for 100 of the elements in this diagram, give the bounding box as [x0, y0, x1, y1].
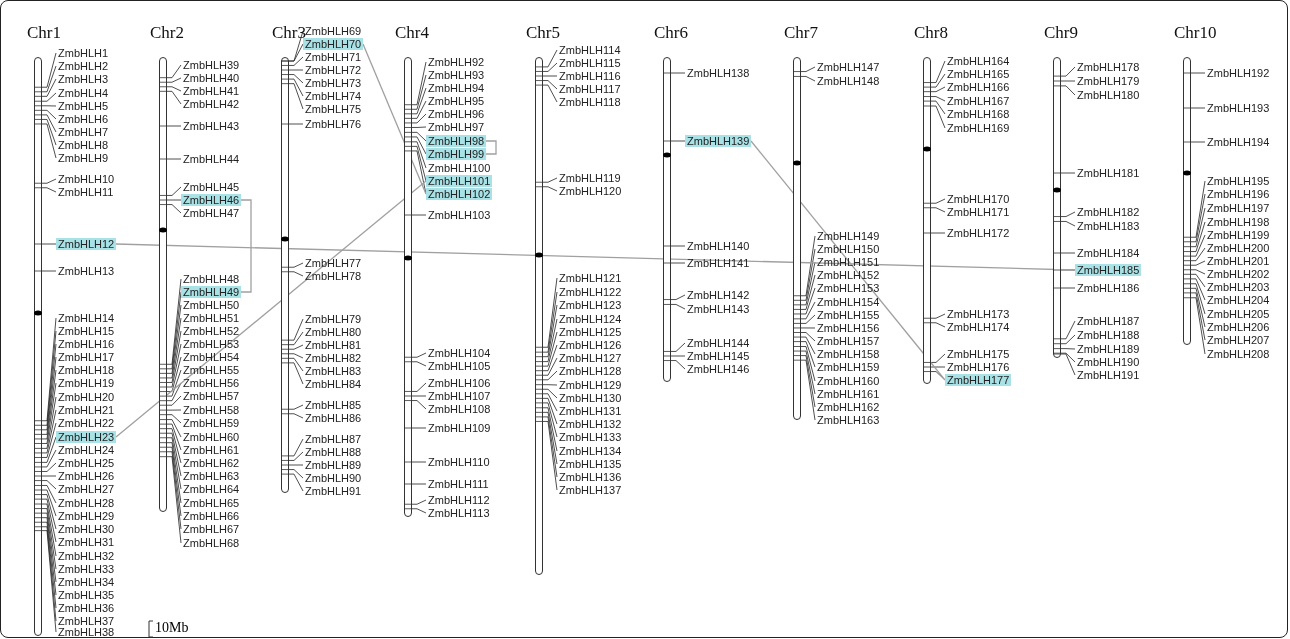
leader-line [166, 451, 182, 530]
gene-label: ZmbHLH151 [815, 256, 882, 268]
leader-line [800, 314, 816, 324]
gene-label: ZmbHLH43 [181, 120, 242, 132]
leader-line [542, 402, 558, 438]
gene-label: ZmbHLH60 [181, 431, 242, 443]
gene-label: ZmbHLH132 [557, 418, 624, 430]
leader-line [166, 382, 182, 402]
gene-label: ZmbHLH163 [815, 414, 882, 426]
gene-label: ZmbHLH86 [303, 412, 364, 424]
gene-label: ZmbHLH54 [181, 351, 242, 363]
leader-line [1190, 260, 1206, 266]
gene-label: ZmbHLH155 [815, 309, 882, 321]
gene-label: ZmbHLH193 [1205, 102, 1272, 114]
gene-label: ZmbHLH142 [685, 289, 752, 301]
leader-line [166, 204, 182, 214]
leader-line [800, 76, 816, 82]
gene-label: ZmbHLH51 [181, 312, 242, 324]
gene-label: ZmbHLH192 [1205, 67, 1272, 79]
gene-label: ZmbHLH122 [557, 286, 624, 298]
leader-line [288, 438, 304, 457]
leader-line [1190, 273, 1206, 288]
gene-label: ZmbHLH128 [557, 365, 624, 377]
gene-label: ZmbHLH9 [56, 152, 111, 164]
leader-line [411, 136, 427, 155]
leader-line [542, 397, 558, 425]
gene-label: ZmbHLH116 [557, 70, 623, 82]
gene-label: ZmbHLH11 [56, 186, 116, 198]
gene-label: ZmbHLH71 [303, 51, 364, 63]
leader-line [41, 119, 57, 146]
synteny-line [750, 140, 946, 381]
gene-label: ZmbHLH65 [181, 497, 242, 509]
leader-line [1190, 269, 1206, 275]
leader-line [1190, 193, 1206, 243]
leader-line [166, 86, 182, 92]
chromosome-label: Chr5 [526, 24, 560, 42]
gene-label: ZmbHLH168 [945, 108, 1012, 120]
leader-line [800, 66, 816, 72]
leader-line [670, 294, 686, 300]
leader-line [542, 84, 558, 103]
gene-label: ZmbHLH48 [181, 273, 242, 285]
gene-label: ZmbHLH15 [56, 325, 117, 337]
leader-line [41, 409, 57, 454]
leader-line [800, 301, 816, 320]
gene-label: ZmbHLH189 [1075, 343, 1142, 355]
leader-line [411, 395, 427, 397]
gene-label: ZmbHLH127 [557, 352, 624, 364]
gene-label: ZmbHLH35 [56, 589, 117, 601]
leader-line [670, 342, 686, 352]
chromosome-label: Chr6 [654, 24, 688, 42]
leader-line [542, 411, 558, 465]
leader-line [542, 277, 558, 348]
leader-line [800, 287, 816, 315]
gene-label: ZmbHLH117 [557, 83, 623, 95]
chromosome-bar [793, 57, 801, 420]
leader-line [930, 353, 946, 363]
synteny-line [115, 243, 1076, 271]
gene-label: ZmbHLH194 [1205, 136, 1272, 148]
gene-label: ZmbHLH93 [426, 69, 487, 81]
leader-line [1060, 353, 1076, 376]
gene-label: ZmbHLH3 [56, 73, 111, 85]
gene-label: ZmbHLH109 [426, 422, 493, 434]
leader-line [542, 344, 558, 372]
chromosome-label: Chr9 [1044, 24, 1078, 42]
leader-line [166, 369, 182, 397]
leader-line [670, 360, 686, 370]
gene-label: ZmbHLH171 [945, 206, 1012, 218]
leader-line [41, 178, 57, 184]
gene-label: ZmbHLH148 [815, 75, 882, 87]
gene-label: ZmbHLH152 [815, 269, 882, 281]
gene-label: ZmbHLH105 [426, 360, 493, 372]
leader-line [930, 371, 946, 381]
gene-label: ZmbHLH84 [303, 378, 364, 390]
gene-label: ZmbHLH73 [303, 77, 364, 89]
leader-line [930, 322, 946, 328]
gene-label: ZmbHLH191 [1075, 369, 1142, 381]
gene-label: ZmbHLH30 [56, 523, 117, 535]
leader-line [542, 421, 558, 491]
gene-label: ZmbHLH150 [815, 243, 882, 255]
gene-label: ZmbHLH64 [181, 483, 242, 495]
leader-line [542, 393, 558, 412]
leader-line [1060, 85, 1076, 96]
gene-label: ZmbHLH27 [56, 483, 117, 495]
leader-line [411, 352, 427, 358]
gene-label: ZmbHLH103 [426, 209, 493, 221]
leader-line [542, 407, 558, 452]
leader-line [41, 343, 57, 431]
gene-label: ZmbHLH111 [426, 478, 491, 490]
leader-line [542, 416, 558, 478]
gene-label: ZmbHLH75 [303, 103, 364, 115]
leader-line [930, 105, 946, 129]
leader-line [930, 313, 946, 319]
leader-line [1060, 320, 1076, 340]
gene-label: ZmbHLH162 [815, 401, 882, 413]
synteny-line [115, 180, 427, 438]
leader-line [288, 344, 304, 350]
leader-line [670, 140, 686, 142]
chromosome-bar [663, 57, 671, 382]
leader-line [166, 291, 182, 370]
chromosome-bar [34, 57, 42, 636]
